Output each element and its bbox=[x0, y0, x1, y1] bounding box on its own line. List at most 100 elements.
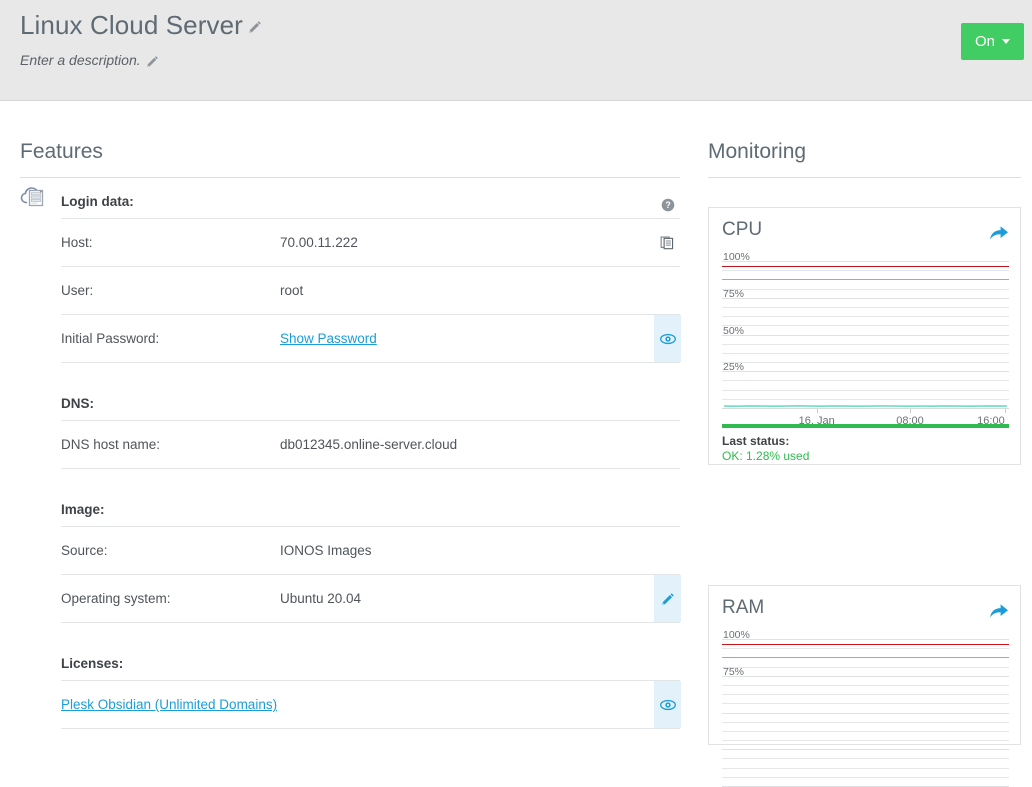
share-arrow-icon[interactable] bbox=[989, 602, 1009, 620]
description-row: Enter a description. bbox=[20, 52, 160, 68]
gridline bbox=[722, 648, 1009, 649]
x-axis-tick-mark bbox=[1004, 409, 1006, 413]
gridline bbox=[722, 703, 1009, 704]
y-axis-tick-label: 50% bbox=[723, 324, 745, 337]
features-heading: Features bbox=[20, 140, 103, 163]
x-axis-tick-mark bbox=[816, 409, 818, 413]
row-initial-password: Initial Password: Show Password bbox=[61, 315, 681, 363]
row-label-operating-system: Operating system: bbox=[61, 591, 171, 606]
gridline bbox=[722, 768, 1009, 769]
section-label: Login data: bbox=[61, 194, 134, 209]
row-host: Host: 70.00.11.222 bbox=[61, 219, 680, 267]
section-gap bbox=[61, 469, 680, 491]
gridline bbox=[722, 316, 1009, 317]
gridline bbox=[722, 362, 1009, 363]
gridline bbox=[722, 722, 1009, 723]
gridline bbox=[722, 685, 1009, 686]
gridline bbox=[722, 289, 1009, 290]
chevron-down-icon bbox=[1002, 39, 1010, 44]
cpu-status-text: Last status: OK: 1.28% used bbox=[722, 434, 809, 464]
ram-chart-plot: 75% 100% bbox=[722, 630, 1009, 787]
row-label-initial-password: Initial Password: bbox=[61, 331, 160, 346]
help-circle-icon[interactable]: ? bbox=[654, 183, 681, 218]
cpu-card-title: CPU bbox=[722, 219, 763, 240]
series-CPU used bbox=[723, 404, 1008, 408]
row-dns-host-name: DNS host name: db012345.online-server.cl… bbox=[61, 421, 680, 469]
row-user: User: root bbox=[61, 267, 680, 315]
gridline bbox=[722, 380, 1009, 381]
threshold-line-warning bbox=[722, 278, 1009, 281]
features-panel: Features Login data: ? Host: 70.00 bbox=[0, 101, 700, 729]
gridline bbox=[722, 344, 1009, 345]
monitoring-heading: Monitoring bbox=[708, 140, 807, 163]
gridline bbox=[722, 731, 1009, 732]
threshold-line-warning bbox=[722, 656, 1009, 659]
features-heading-divider bbox=[20, 177, 680, 178]
edit-title-pencil-icon[interactable] bbox=[248, 20, 262, 34]
gridline bbox=[722, 371, 1009, 372]
ram-chart: 75% 100% bbox=[722, 630, 1009, 787]
row-source: Source: IONOS Images bbox=[61, 527, 680, 575]
gridline bbox=[722, 335, 1009, 336]
section-label: Image: bbox=[61, 502, 105, 517]
gridline bbox=[722, 694, 1009, 695]
gridline bbox=[722, 676, 1009, 677]
copy-icon[interactable] bbox=[654, 219, 681, 266]
show-password-link[interactable]: Show Password bbox=[280, 331, 377, 346]
eye-icon[interactable] bbox=[654, 315, 681, 362]
row-value-user: root bbox=[280, 283, 304, 298]
row-label-source: Source: bbox=[61, 543, 108, 558]
gridline bbox=[722, 639, 1009, 640]
gridline bbox=[722, 353, 1009, 354]
gridline bbox=[722, 270, 1009, 271]
page-description: Enter a description. bbox=[20, 52, 141, 68]
monitoring-heading-divider bbox=[708, 177, 1021, 178]
gridline bbox=[722, 298, 1009, 299]
row-value-dns-host-name: db012345.online-server.cloud bbox=[280, 437, 458, 452]
title-row: Linux Cloud Server bbox=[20, 8, 262, 42]
edit-description-pencil-icon[interactable] bbox=[146, 55, 160, 69]
cpu-status-label: Last status: bbox=[722, 434, 790, 448]
gridline bbox=[722, 399, 1009, 400]
page-title: Linux Cloud Server bbox=[20, 10, 243, 40]
row-label-user: User: bbox=[61, 283, 94, 298]
y-axis-tick-label: 100% bbox=[723, 251, 750, 264]
x-axis-tick-mark bbox=[909, 409, 911, 413]
share-arrow-icon[interactable] bbox=[989, 224, 1009, 242]
features-rows: Login data: ? Host: 70.00.11.222 bbox=[61, 183, 681, 729]
section-header-image: Image: bbox=[61, 491, 680, 527]
row-operating-system: Operating system: Ubuntu 20.04 bbox=[61, 575, 681, 623]
row-value-source: IONOS Images bbox=[280, 543, 372, 558]
threshold-line-critical bbox=[722, 265, 1009, 268]
page-header: Linux Cloud Server Enter a description. … bbox=[0, 0, 1032, 101]
ram-card-title: RAM bbox=[722, 597, 765, 618]
y-axis-tick-label: 75% bbox=[723, 287, 745, 300]
x-axis bbox=[722, 408, 1009, 409]
row-license: Plesk Obsidian (Unlimited Domains) bbox=[61, 681, 681, 729]
y-axis-tick-label: 100% bbox=[723, 629, 750, 642]
gridline bbox=[722, 749, 1009, 750]
section-header-login-data: Login data: ? bbox=[61, 183, 680, 219]
y-axis-tick-label: 25% bbox=[723, 361, 745, 374]
cpu-status-value: OK: 1.28% used bbox=[722, 449, 810, 463]
section-header-licenses: Licenses: bbox=[61, 645, 680, 681]
row-value-initial-password: Show Password bbox=[280, 331, 680, 346]
section-gap bbox=[61, 623, 680, 645]
power-state-button[interactable]: On bbox=[960, 23, 1024, 60]
y-axis-tick-label: 75% bbox=[723, 665, 745, 678]
row-value-host: 70.00.11.222 bbox=[280, 235, 358, 250]
gridline bbox=[722, 307, 1009, 308]
edit-operating-system-pencil-icon[interactable] bbox=[654, 575, 681, 622]
gridline bbox=[722, 261, 1009, 262]
gridline bbox=[722, 777, 1009, 778]
monitoring-card-ram: RAM 75% 100% bbox=[708, 585, 1021, 787]
threshold-line-critical bbox=[722, 643, 1009, 646]
gridline bbox=[722, 740, 1009, 741]
section-header-dns: DNS: bbox=[61, 385, 680, 421]
svg-text:?: ? bbox=[665, 200, 670, 210]
gridline bbox=[722, 390, 1009, 391]
